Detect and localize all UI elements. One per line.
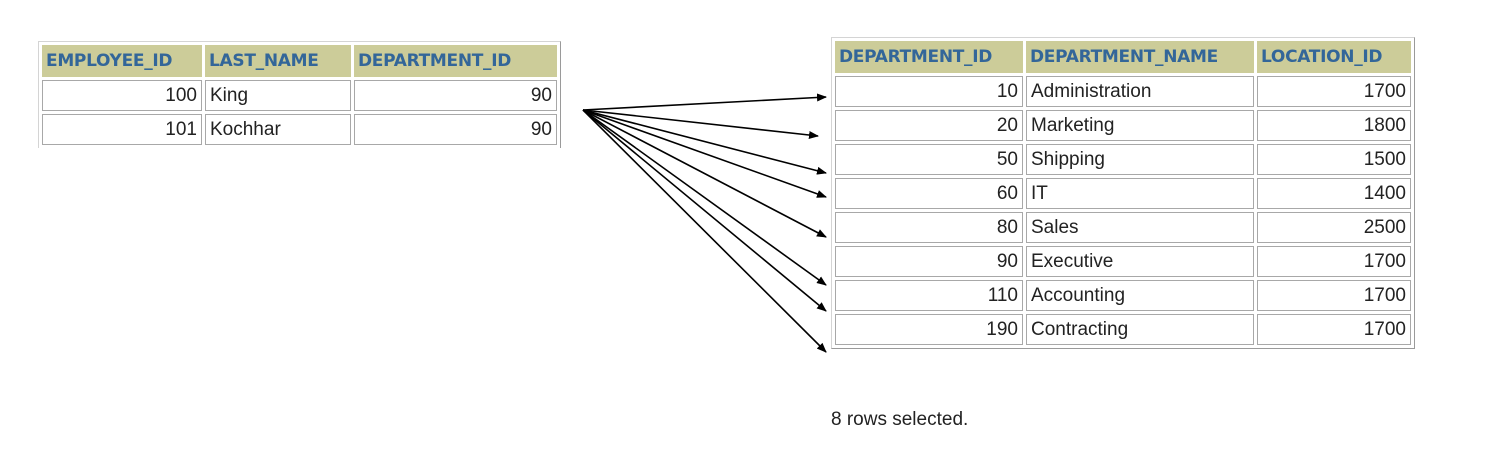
department-name-cell: Shipping <box>1026 144 1254 175</box>
table-row: 20 Marketing 1800 <box>835 110 1411 141</box>
department-id-cell: 110 <box>835 280 1023 311</box>
column-header-last-name: LAST_NAME <box>205 45 351 77</box>
department-id-cell: 50 <box>835 144 1023 175</box>
departments-header-row: DEPARTMENT_ID DEPARTMENT_NAME LOCATION_I… <box>835 41 1411 73</box>
arrow-line <box>582 109 827 286</box>
location-id-cell: 1400 <box>1257 178 1411 209</box>
table-row: 190 Contracting 1700 <box>835 314 1411 345</box>
table-row: 110 Accounting 1700 <box>835 280 1411 311</box>
column-header-employee-id: EMPLOYEE_ID <box>42 45 202 77</box>
department-id-cell: 60 <box>835 178 1023 209</box>
departments-table: DEPARTMENT_ID DEPARTMENT_NAME LOCATION_I… <box>831 37 1415 349</box>
arrow-line <box>582 109 827 353</box>
rows-selected-status: 8 rows selected. <box>831 409 969 430</box>
department-name-cell: IT <box>1026 178 1254 209</box>
department-name-cell: Contracting <box>1026 314 1254 345</box>
last-name-cell: Kochhar <box>205 114 351 145</box>
location-id-cell: 1700 <box>1257 314 1411 345</box>
column-header-department-id: DEPARTMENT_ID <box>835 41 1023 73</box>
department-name-cell: Executive <box>1026 246 1254 277</box>
table-row: 10 Administration 1700 <box>835 76 1411 107</box>
column-header-department-id: DEPARTMENT_ID <box>354 45 557 77</box>
employee-id-cell: 100 <box>42 80 202 111</box>
table-row: 80 Sales 2500 <box>835 212 1411 243</box>
department-id-cell: 20 <box>835 110 1023 141</box>
location-id-cell: 1700 <box>1257 246 1411 277</box>
department-name-cell: Sales <box>1026 212 1254 243</box>
location-id-cell: 1700 <box>1257 76 1411 107</box>
employees-table: EMPLOYEE_ID LAST_NAME DEPARTMENT_ID 100 … <box>38 41 561 148</box>
arrow-line <box>582 93 827 111</box>
department-name-cell: Marketing <box>1026 110 1254 141</box>
department-id-cell: 90 <box>354 80 557 111</box>
arrow-line <box>582 109 827 238</box>
arrow-line <box>582 109 819 139</box>
arrow-line <box>582 109 827 175</box>
location-id-cell: 2500 <box>1257 212 1411 243</box>
column-header-department-name: DEPARTMENT_NAME <box>1026 41 1254 73</box>
last-name-cell: King <box>205 80 351 111</box>
table-row: 100 King 90 <box>42 80 557 111</box>
department-id-cell: 90 <box>835 246 1023 277</box>
table-row: 60 IT 1400 <box>835 178 1411 209</box>
department-id-cell: 80 <box>835 212 1023 243</box>
table-row: 101 Kochhar 90 <box>42 114 557 145</box>
department-id-cell: 90 <box>354 114 557 145</box>
location-id-cell: 1700 <box>1257 280 1411 311</box>
department-name-cell: Administration <box>1026 76 1254 107</box>
location-id-cell: 1500 <box>1257 144 1411 175</box>
employee-id-cell: 101 <box>42 114 202 145</box>
employees-header-row: EMPLOYEE_ID LAST_NAME DEPARTMENT_ID <box>42 45 557 77</box>
department-id-cell: 190 <box>835 314 1023 345</box>
department-id-cell: 10 <box>835 76 1023 107</box>
arrow-line <box>582 109 827 198</box>
table-row: 50 Shipping 1500 <box>835 144 1411 175</box>
arrow-line <box>582 109 827 312</box>
location-id-cell: 1800 <box>1257 110 1411 141</box>
table-row: 90 Executive 1700 <box>835 246 1411 277</box>
column-header-location-id: LOCATION_ID <box>1257 41 1411 73</box>
department-name-cell: Accounting <box>1026 280 1254 311</box>
